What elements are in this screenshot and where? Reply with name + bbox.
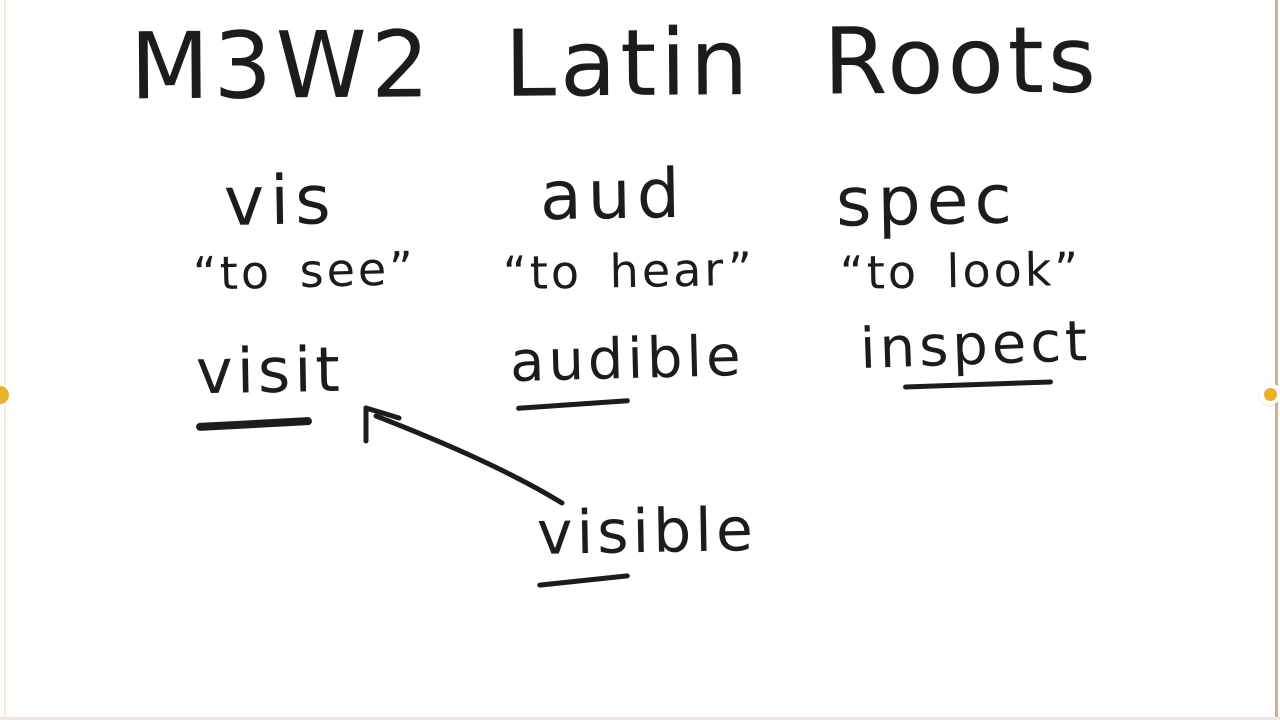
page-turn-handle-right-icon[interactable] <box>1259 383 1280 405</box>
bottom-page-edge <box>0 717 1280 720</box>
root-word-spec: spec <box>835 160 1019 243</box>
page-turn-handle-right-dot <box>1263 387 1277 401</box>
meaning-vis: “to see” <box>192 241 417 301</box>
example-word-visible: visible <box>536 495 758 569</box>
page-turn-handle-left-icon[interactable] <box>0 386 9 404</box>
left-page-edge <box>4 0 6 720</box>
audible-underline <box>515 398 631 411</box>
meaning-aud: “to hear” <box>502 241 756 301</box>
meaning-spec: “to look” <box>839 241 1082 301</box>
page-title: M3W2 Latin Roots <box>129 6 1101 121</box>
example-word-visit: visit <box>195 332 345 409</box>
example-word-audible: audible <box>509 323 746 396</box>
example-word-inspect: inspect <box>858 308 1093 383</box>
visible-underline <box>536 573 631 588</box>
inspect-underline <box>902 379 1054 390</box>
visit-underline <box>195 416 313 432</box>
right-page-edge <box>1275 0 1278 720</box>
root-word-aud: aud <box>539 154 687 237</box>
root-word-vis: vis <box>223 161 338 242</box>
